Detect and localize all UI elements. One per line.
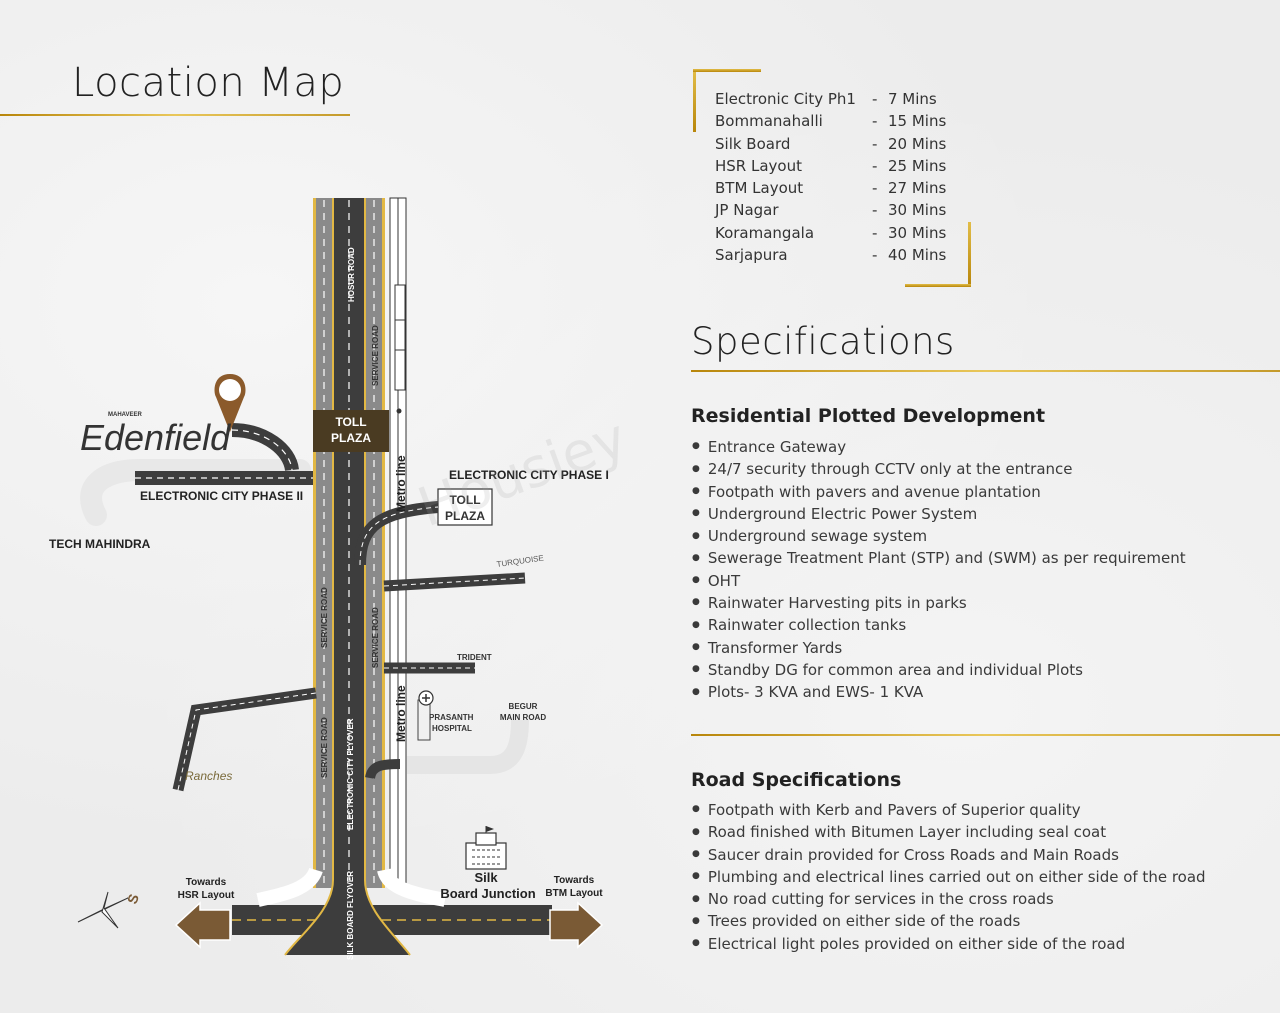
svg-text:TRIDENT: TRIDENT [457, 653, 492, 662]
svg-text:Ranches: Ranches [185, 769, 232, 783]
distance-row: Koramangala-30 Mins [715, 223, 947, 242]
list-item: 24/7 security through CCTV only at the e… [691, 458, 1186, 480]
distance-list: Electronic City Ph1-7 Mins Bommanahalli-… [715, 88, 946, 266]
svg-text:TOLL: TOLL [449, 493, 480, 507]
list-item: Electrical light poles provided on eithe… [691, 933, 1206, 955]
list-item: Footpath with pavers and avenue plantati… [691, 481, 1186, 503]
road-list: Footpath with Kerb and Pavers of Superio… [691, 799, 1206, 955]
svg-text:Towards: Towards [186, 877, 227, 888]
svg-text:SERVICE ROAD: SERVICE ROAD [320, 587, 329, 648]
list-item: Sewerage Treatment Plant (STP) and (SWM)… [691, 547, 1186, 569]
svg-text:HOSUR ROAD: HOSUR ROAD [347, 247, 356, 302]
list-item: Entrance Gateway [691, 436, 1186, 458]
list-item: Underground Electric Power System [691, 503, 1186, 525]
list-item: Saucer drain provided for Cross Roads an… [691, 844, 1206, 866]
svg-text:SILK BOARD FLYOVER: SILK BOARD FLYOVER [346, 871, 355, 960]
distance-row: HSR Layout-25 Mins [715, 156, 947, 175]
distance-bracket-top-horizontal [693, 69, 761, 72]
distance-bracket-bottom-horizontal [905, 284, 971, 287]
toll-plaza-1 [313, 410, 389, 452]
toll-plaza-2 [437, 488, 493, 526]
ec-phase2-loop [80, 459, 311, 526]
svg-text:HSR Layout: HSR Layout [178, 890, 235, 901]
begur-road [407, 719, 529, 774]
list-item: No road cutting for services in the cros… [691, 888, 1206, 910]
edenfield-pin-icon [214, 374, 246, 432]
svg-text:SERVICE ROAD: SERVICE ROAD [371, 325, 380, 386]
svg-text:Towards: Towards [554, 875, 595, 886]
svg-text:ELECTRONIC CITY FLYOVER: ELECTRONIC CITY FLYOVER [346, 718, 355, 830]
towards-btm-arrow [549, 901, 604, 949]
svg-text:HOSPITAL: HOSPITAL [432, 724, 472, 733]
list-item: Rainwater collection tanks [691, 614, 1186, 636]
specifications-underline [691, 370, 1280, 372]
distance-bracket-bottom-vertical [968, 222, 971, 286]
svg-text:BTM Layout: BTM Layout [545, 888, 603, 899]
svg-text:ELECTRONIC CITY PHASE II: ELECTRONIC CITY PHASE II [140, 489, 303, 503]
list-item: OHT [691, 570, 1186, 592]
svg-text:PLAZA: PLAZA [445, 509, 485, 523]
svg-text:MAIN ROAD: MAIN ROAD [500, 713, 546, 722]
svg-text:Metro line: Metro line [394, 455, 408, 512]
compass-icon: S [77, 892, 142, 929]
brand-logo: Edenfield [80, 417, 231, 458]
svg-text:PRASANTH: PRASANTH [429, 713, 474, 722]
residential-heading: Residential Plotted Development [691, 405, 1046, 427]
list-item: Road finished with Bitumen Layer includi… [691, 821, 1206, 843]
list-item: Rainwater Harvesting pits in parks [691, 592, 1186, 614]
distance-row: Sarjapura-40 Mins [715, 246, 947, 265]
list-item: Plumbing and electrical lines carried ou… [691, 866, 1206, 888]
svg-text:S: S [124, 892, 142, 906]
specifications-title: Specifications [691, 320, 955, 363]
list-item: Plots- 3 KVA and EWS- 1 KVA [691, 681, 1186, 703]
distance-row: Electronic City Ph1-7 Mins [715, 90, 937, 108]
building-icon [465, 826, 507, 870]
hospital-icon [417, 690, 434, 741]
svg-text:TECH MAHINDRA: TECH MAHINDRA [49, 537, 151, 551]
distance-row: Silk Board-20 Mins [715, 134, 947, 153]
distance-row: Bommanahalli-15 Mins [715, 112, 947, 131]
location-map-title: Location Map [72, 60, 345, 106]
svg-text:MAHAVEER: MAHAVEER [108, 412, 143, 418]
svg-text:Silk: Silk [474, 870, 498, 885]
list-item: Footpath with Kerb and Pavers of Superio… [691, 799, 1206, 821]
towards-hsr-arrow [174, 901, 231, 949]
list-item: Trees provided on either side of the roa… [691, 910, 1206, 932]
distance-bracket-top-vertical [693, 70, 696, 132]
svg-text:Metro line: Metro line [394, 685, 408, 742]
distance-row: BTM Layout-27 Mins [715, 179, 947, 198]
location-map-underline [0, 114, 350, 116]
svg-text:Board Junction: Board Junction [440, 886, 535, 901]
svg-text:TOLL: TOLL [335, 415, 366, 429]
distance-row: JP Nagar-30 Mins [715, 201, 947, 220]
list-item: Transformer Yards [691, 637, 1186, 659]
svg-text:SERVICE ROAD: SERVICE ROAD [371, 607, 380, 668]
road-divider [691, 734, 1280, 736]
svg-text:ELECTRONIC CITY PHASE I: ELECTRONIC CITY PHASE I [449, 468, 609, 482]
list-item: Underground sewage system [691, 525, 1186, 547]
residential-list: Entrance Gateway 24/7 security through C… [691, 436, 1186, 704]
svg-text:BEGUR: BEGUR [509, 702, 538, 711]
svg-text:SERVICE ROAD: SERVICE ROAD [320, 717, 329, 778]
location-map: TOLL PLAZA TOLL PLAZA [49, 197, 609, 960]
svg-text:TURQUOISE: TURQUOISE [496, 553, 544, 569]
svg-text:PLAZA: PLAZA [331, 431, 371, 445]
road-heading: Road Specifications [691, 769, 902, 791]
list-item: Standby DG for common area and individua… [691, 659, 1186, 681]
